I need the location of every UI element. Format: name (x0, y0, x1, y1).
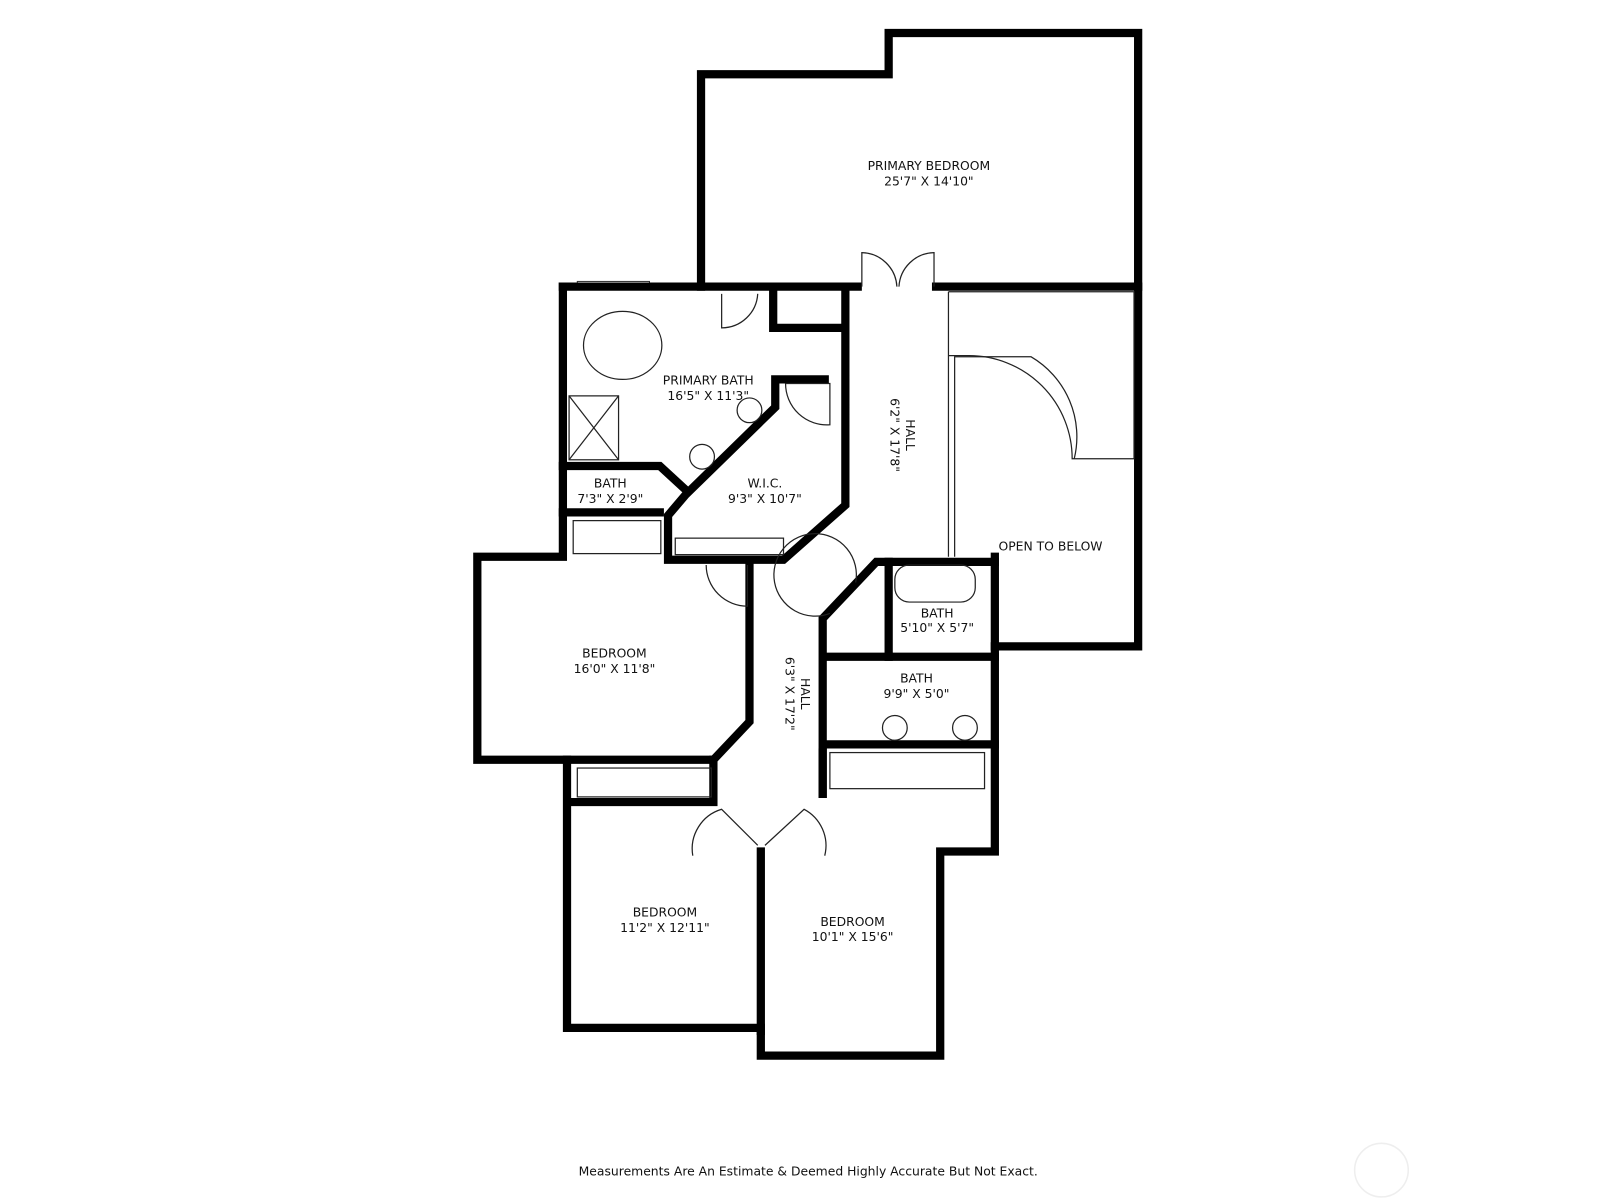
room-name: BATH (921, 607, 954, 621)
room-size: 16'0" X 11'8" (574, 662, 656, 676)
room-name: BEDROOM (820, 915, 885, 929)
room-size: 5'10" X 5'7" (900, 621, 974, 635)
room-name: PRIMARY BEDROOM (868, 159, 991, 173)
watermark-logo (1353, 1142, 1410, 1198)
room-size: 16'5" X 11'3" (667, 389, 749, 403)
room-name: BEDROOM (582, 647, 647, 661)
room-size: 6'2" X 17'8" (888, 398, 902, 472)
room-name: OPEN TO BELOW (998, 540, 1102, 554)
room-name: W.I.C. (748, 477, 783, 491)
door-swing (721, 293, 759, 329)
room-size: 11'2" X 12'11" (620, 921, 710, 935)
room-name: PRIMARY BATH (663, 374, 754, 388)
door-swing (784, 382, 831, 426)
bathtub-icon (582, 310, 663, 380)
disclaimer: Measurements Are An Estimate & Deemed Hi… (579, 1164, 1038, 1178)
room-name: BATH (594, 477, 627, 491)
door-swing (861, 251, 935, 287)
sink-icon (736, 397, 763, 424)
door-swing (764, 808, 827, 856)
room-size: 7'3" X 2'9" (577, 492, 643, 506)
sink-icon (881, 714, 908, 741)
bathtub-icon (894, 564, 976, 603)
room-name: BEDROOM (633, 905, 698, 919)
room-size: 9'3" X 10'7" (728, 492, 802, 506)
room-size: 6'3" X 17'2" (783, 657, 797, 731)
door-swing (691, 808, 759, 856)
sink-icon (951, 714, 978, 741)
door-swing (705, 564, 749, 607)
fixtures (568, 251, 1135, 856)
room-size: 25'7" X 14'10" (884, 175, 974, 189)
door-swing (773, 533, 857, 617)
sink-icon (689, 443, 716, 470)
room-labels: PRIMARY BEDROOM 25'7" X 14'10" PRIMARY B… (574, 159, 1103, 944)
room-name: HALL (798, 678, 812, 710)
walls (473, 28, 1143, 1060)
shower-icon (568, 395, 620, 461)
room-name: BATH (900, 671, 933, 685)
room-size: 10'1" X 15'6" (812, 930, 894, 944)
room-size: 9'9" X 5'0" (884, 687, 950, 701)
room-name: HALL (903, 419, 917, 451)
